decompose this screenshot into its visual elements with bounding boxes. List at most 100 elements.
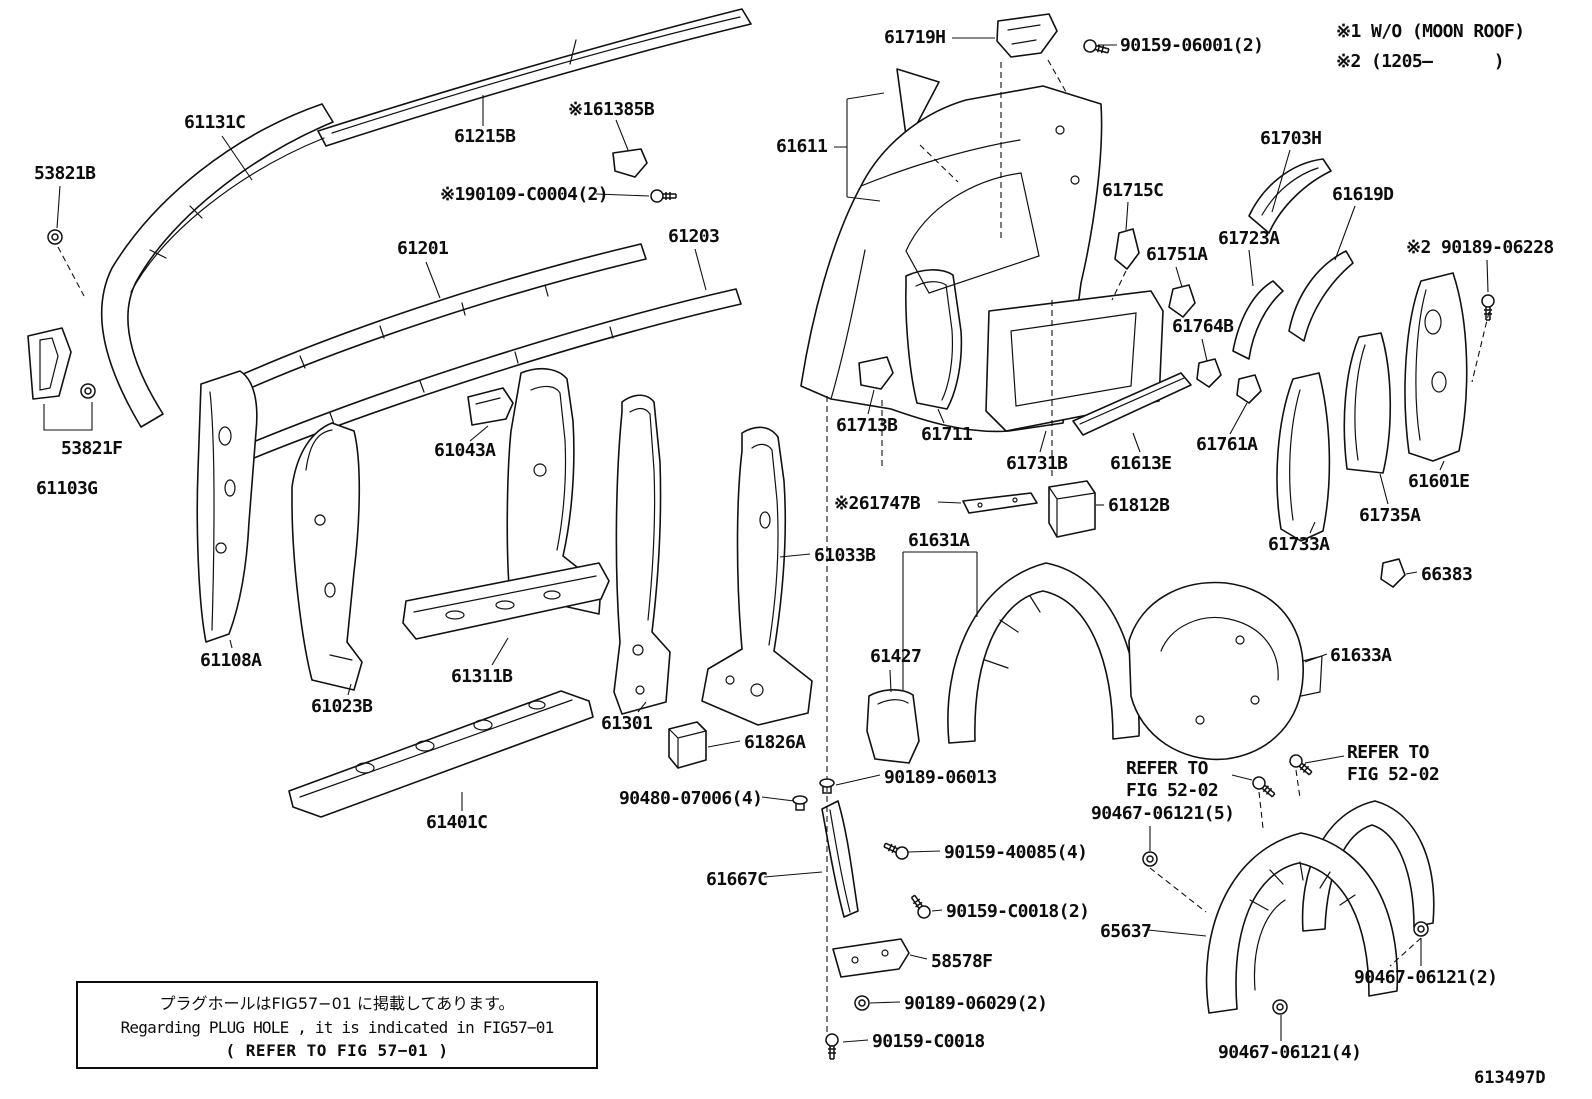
drawing-seal-61667C bbox=[821, 800, 859, 918]
drawing-bracket-61619D bbox=[1288, 250, 1354, 342]
label-58578f: 58578F bbox=[931, 951, 993, 972]
figure-id: 613497D bbox=[1474, 1068, 1546, 1088]
label-90159-40085-4: 90159-40085(4) bbox=[944, 842, 1088, 863]
label-61733a: 61733A bbox=[1268, 534, 1330, 555]
label-61713b: 61713B bbox=[836, 415, 898, 436]
label-261747b: ※261747B bbox=[834, 493, 921, 514]
label-90467-06121-4: 90467-06121(4) bbox=[1218, 1042, 1362, 1063]
drawing-pillar-61023B bbox=[291, 422, 363, 691]
label-65637: 65637 bbox=[1100, 921, 1152, 942]
label-90159-06001-2: 90159-06001(2) bbox=[1120, 35, 1264, 56]
drawing-front-pillar-61131C bbox=[100, 103, 334, 428]
label-61751a: 61751A bbox=[1146, 244, 1208, 265]
label-61619d: 61619D bbox=[1332, 184, 1394, 205]
label-90480-07006-4: 90480-07006(4) bbox=[619, 788, 763, 809]
label-61764b: 61764B bbox=[1172, 316, 1234, 337]
label-61715c: 61715C bbox=[1102, 180, 1164, 201]
label-61401c: 61401C bbox=[426, 812, 488, 833]
label-61631a: 61631A bbox=[908, 530, 970, 551]
dashed-lines bbox=[57, 59, 1490, 1046]
leader-lines bbox=[43, 37, 1489, 1043]
drawing-pillar-61033B bbox=[701, 426, 813, 726]
drawing-rocker-61401C bbox=[288, 690, 594, 818]
label-190109-c0004-2: ※190109-C0004(2) bbox=[440, 184, 609, 205]
label-61731b: 61731B bbox=[1006, 453, 1068, 474]
drawing-bracket-58578F bbox=[832, 938, 910, 978]
label-61023b: 61023B bbox=[311, 696, 373, 717]
drawing-frame-61731B bbox=[985, 290, 1164, 432]
label-61427: 61427 bbox=[870, 646, 922, 667]
label-90189-06029-2: 90189-06029(2) bbox=[904, 993, 1048, 1014]
part-drawings bbox=[27, 8, 1468, 1014]
drawing-wheelhouse-61633A bbox=[1128, 581, 1304, 761]
label-61611: 61611 bbox=[776, 136, 828, 157]
drawing-bracket-61751A bbox=[1168, 284, 1196, 318]
drawing-roof-rail-61201 bbox=[205, 243, 647, 405]
label-61723a: 61723A bbox=[1218, 228, 1280, 249]
drawing-roof-rail-61203 bbox=[240, 288, 742, 461]
note-line-refer: ( REFER TO FIG 57−01 ) bbox=[225, 1041, 449, 1060]
drawing-bracket-61719H bbox=[996, 13, 1058, 58]
drawing-pillar-61301 bbox=[613, 394, 671, 715]
note-line-jp: プラグホールはFIG57−01 に掲載してあります。 bbox=[159, 994, 515, 1013]
label-161385b: ※161385B bbox=[568, 99, 655, 120]
label-90467-06121-5: 90467-06121(5) bbox=[1091, 803, 1235, 824]
label-53821f: 53821F bbox=[61, 438, 123, 459]
drawing-clip-61761A bbox=[1236, 374, 1262, 404]
label-61667c: 61667C bbox=[706, 869, 768, 890]
drawing-bracket-61703H bbox=[1248, 158, 1332, 234]
label-2-90189-06228: ※2 90189-06228 bbox=[1406, 237, 1554, 258]
label-53821b: 53821B bbox=[34, 163, 96, 184]
label-61735a: 61735A bbox=[1359, 505, 1421, 526]
label-61601e: 61601E bbox=[1408, 471, 1470, 492]
label-61301: 61301 bbox=[601, 713, 653, 734]
label-fig-52-02: FIG 52-02 bbox=[1347, 764, 1440, 785]
drawing-bracket-61713B bbox=[858, 356, 894, 390]
label-refer-to: REFER TO bbox=[1347, 742, 1430, 763]
label-66383: 66383 bbox=[1421, 564, 1473, 585]
drawing-bracket-61043A bbox=[467, 387, 514, 426]
label-61108a: 61108A bbox=[200, 650, 262, 671]
label-61043a: 61043A bbox=[434, 440, 496, 461]
label-61761a: 61761A bbox=[1196, 434, 1258, 455]
label-refer-to: REFER TO bbox=[1126, 758, 1209, 779]
drawing-bracket-61723A bbox=[1232, 280, 1284, 360]
drawing-bracket-61715C bbox=[1114, 228, 1140, 270]
note-line-en: Regarding PLUG HOLE , it is indicated in… bbox=[120, 1018, 555, 1037]
label-61613e: 61613E bbox=[1110, 453, 1172, 474]
label-61311b: 61311B bbox=[451, 666, 513, 687]
label-61203: 61203 bbox=[668, 226, 720, 247]
drawing-clip-61385B bbox=[612, 148, 648, 178]
drawing-glass-corner-61611 bbox=[896, 68, 940, 144]
drawing-bracket-61764B bbox=[1196, 358, 1222, 388]
label-90467-06121-2: 90467-06121(2) bbox=[1354, 967, 1498, 988]
label-61103g: 61103G bbox=[36, 478, 98, 499]
label-61812b: 61812B bbox=[1108, 495, 1170, 516]
drawing-strip-61747B bbox=[962, 492, 1038, 514]
drawing-clip-66383 bbox=[1380, 558, 1406, 588]
plug-hole-note-box: プラグホールはFIG57−01 に掲載してあります。 Regarding PLU… bbox=[76, 981, 598, 1069]
drawing-panel-61711 bbox=[905, 269, 963, 410]
label-61826a: 61826A bbox=[744, 732, 806, 753]
label-61633a: 61633A bbox=[1330, 645, 1392, 666]
detail-lines bbox=[39, 16, 1447, 991]
label-fig-52-02: FIG 52-02 bbox=[1126, 780, 1219, 801]
drawing-bracket-61103G bbox=[27, 327, 72, 400]
drawing-center-pillar-outer bbox=[506, 367, 602, 615]
drawing-liner-rear bbox=[1301, 800, 1435, 932]
label-2-1205: ※2 (1205– ) bbox=[1336, 51, 1505, 72]
drawing-roof-rail-61215B bbox=[317, 8, 752, 147]
label-61033b: 61033B bbox=[814, 545, 876, 566]
drawing-liner-65637 bbox=[1205, 832, 1399, 1014]
label-61215b: 61215B bbox=[454, 126, 516, 147]
label-90159-c0018-2: 90159-C0018(2) bbox=[946, 901, 1090, 922]
drawing-panel-61108A bbox=[196, 370, 258, 643]
label-90159-c0018: 90159-C0018 bbox=[872, 1031, 985, 1052]
label-61703h: 61703H bbox=[1260, 128, 1322, 149]
drawing-panel-61427 bbox=[866, 689, 920, 764]
label-61201: 61201 bbox=[397, 238, 449, 259]
label-61719h: 61719H bbox=[884, 27, 946, 48]
